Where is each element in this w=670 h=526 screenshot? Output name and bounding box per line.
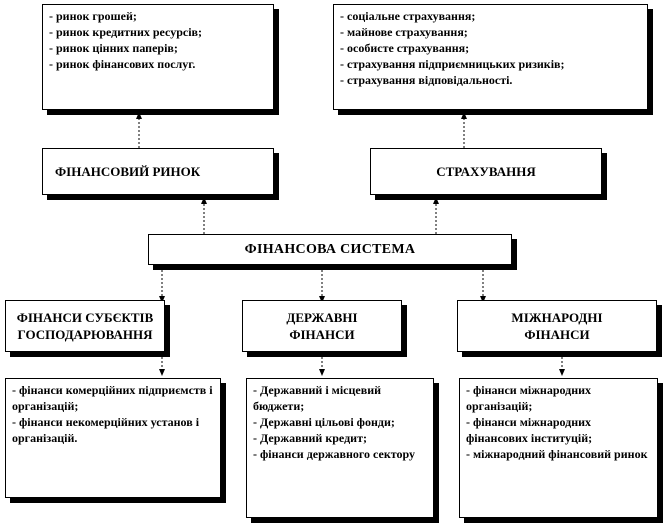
- list-item: - страхування підприємницьких ризиків;: [340, 57, 565, 71]
- business-finance-label-line1: ФІНАНСИ СУБЄКТІВ: [16, 310, 154, 325]
- international-finance-box: МІЖНАРОДНІ ФІНАНСИ: [457, 300, 657, 352]
- state-finance-label-line1: ДЕРЖАВНІ: [286, 310, 358, 325]
- state-finance-list-box: - Державний і місцевий бюджети; - Держав…: [246, 378, 434, 518]
- insurance-list-box: - соціальне страхування; - майнове страх…: [333, 4, 648, 110]
- business-finance-label-line2: ГОСПОДАРЮВАННЯ: [17, 327, 153, 342]
- list-item: - фінанси некомерційних установ і органі…: [12, 415, 200, 445]
- list-item: - страхування відповідальності.: [340, 73, 513, 87]
- list-item: - соціальне страхування;: [340, 9, 476, 23]
- list-item: - фінанси державного сектору: [253, 447, 415, 461]
- list-item: - ринок цінних паперів;: [49, 41, 178, 55]
- list-item: - ринок фінансових послуг.: [49, 57, 196, 71]
- business-finance-list-box: - фінанси комерційних підприємств і орга…: [5, 378, 221, 498]
- list-item: - фінанси комерційних підприємств і орга…: [12, 383, 213, 413]
- business-finance-box: ФІНАНСИ СУБЄКТІВ ГОСПОДАРЮВАННЯ: [5, 300, 165, 352]
- list-item: - фінанси міжнародних організацій;: [466, 383, 592, 413]
- financial-system-label: ФІНАНСОВА СИСТЕМА: [244, 242, 416, 257]
- financial-market-list-box: - ринок грошей; - ринок кредитних ресурс…: [42, 4, 274, 110]
- insurance-box: СТРАХУВАННЯ: [370, 148, 602, 195]
- international-finance-list-box: - фінанси міжнародних організацій; - фін…: [459, 378, 658, 518]
- list-item: - фінанси міжнародних фінансових інститу…: [466, 415, 593, 445]
- list-item: - особисте страхування;: [340, 41, 470, 55]
- list-item: - міжнародний фінансовий ринок: [466, 447, 648, 461]
- financial-market-box: ФІНАНСОВИЙ РИНОК: [42, 148, 274, 195]
- list-item: - ринок кредитних ресурсів;: [49, 25, 202, 39]
- international-finance-label-line1: МІЖНАРОДНІ: [511, 310, 603, 325]
- list-item: - майнове страхування;: [340, 25, 468, 39]
- list-item: - Державні цільові фонди;: [253, 415, 395, 429]
- insurance-label: СТРАХУВАННЯ: [436, 164, 536, 179]
- list-item: - Державний кредит;: [253, 431, 367, 445]
- financial-market-label: ФІНАНСОВИЙ РИНОК: [55, 164, 201, 179]
- state-finance-label-line2: ФІНАНСИ: [289, 327, 355, 342]
- state-finance-box: ДЕРЖАВНІ ФІНАНСИ: [242, 300, 402, 352]
- list-item: - Державний і місцевий бюджети;: [253, 383, 382, 413]
- financial-system-box: ФІНАНСОВА СИСТЕМА: [148, 234, 512, 265]
- list-item: - ринок грошей;: [49, 9, 137, 23]
- international-finance-label-line2: ФІНАНСИ: [524, 327, 590, 342]
